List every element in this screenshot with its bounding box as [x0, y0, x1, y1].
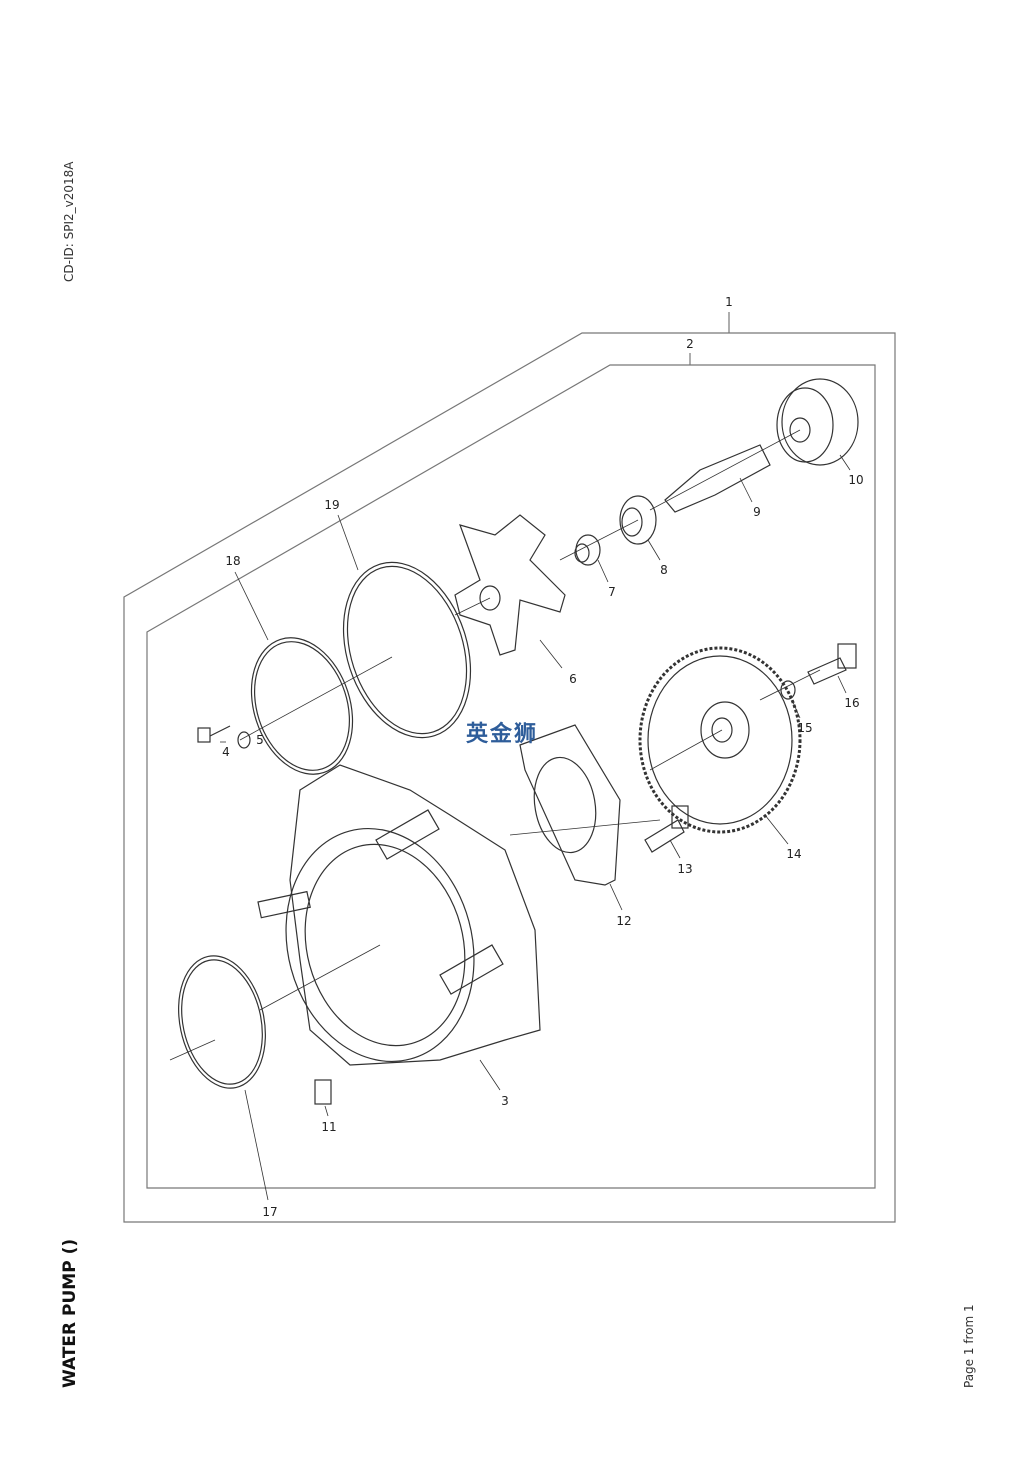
part-12-gasket	[519, 724, 621, 886]
part-11-plug	[314, 1079, 332, 1105]
part-8-seal	[619, 495, 657, 545]
part-10-bearing	[776, 378, 859, 466]
watermark: 英金狮	[466, 722, 539, 747]
part-13-bolt	[644, 805, 689, 853]
callout-16: 16	[844, 696, 860, 710]
callout-4: 4	[222, 745, 230, 759]
callout-17: 17	[262, 1205, 278, 1219]
callout-3: 3	[501, 1094, 509, 1108]
callout-18: 18	[225, 554, 241, 568]
callout-19: 19	[324, 498, 340, 512]
assembly-frame-outer	[123, 332, 896, 1223]
part-14-gear	[638, 646, 802, 834]
callout-11: 11	[321, 1120, 337, 1134]
callout-5: 5	[256, 733, 264, 747]
callout-12: 12	[616, 914, 632, 928]
callout-6: 6	[569, 672, 577, 686]
assembly-frame-inner	[146, 364, 876, 1189]
callout-15: 15	[797, 721, 813, 735]
part-9-shaft	[664, 444, 771, 513]
callout-14: 14	[786, 847, 802, 861]
callout-13: 13	[677, 862, 693, 876]
part-16-bolt	[807, 643, 857, 685]
callout-10: 10	[848, 473, 864, 487]
part-5-washer	[237, 731, 251, 749]
callout-8: 8	[660, 563, 668, 577]
part-17-o-ring	[178, 955, 266, 1089]
part-18-o-ring	[250, 637, 354, 775]
part-15-washer	[780, 680, 796, 700]
part-3-housing	[257, 764, 541, 1066]
callout-1: 1	[725, 295, 733, 309]
part-6-impeller	[454, 514, 566, 656]
part-7-seal	[574, 534, 601, 566]
callout-7: 7	[608, 585, 616, 599]
part-19-o-ring	[342, 561, 472, 739]
callout-2: 2	[686, 337, 694, 351]
part-4-bolt	[197, 725, 231, 743]
callout-9: 9	[753, 505, 761, 519]
